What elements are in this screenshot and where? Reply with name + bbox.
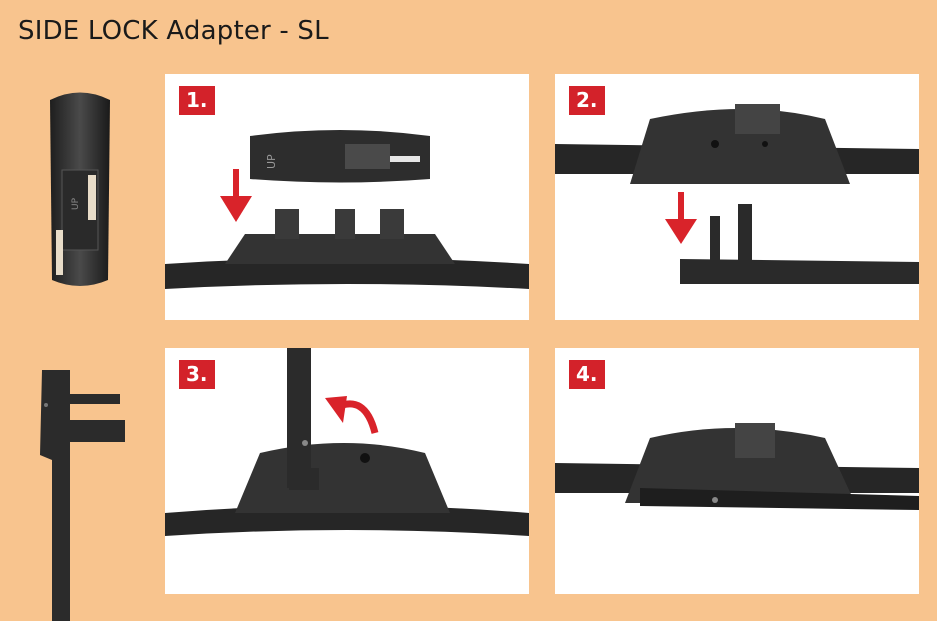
step-3-badge: 3. bbox=[179, 360, 215, 389]
adapter-up-label: UP bbox=[265, 154, 278, 169]
step-4-badge: 4. bbox=[569, 360, 605, 389]
adapter-front-image: UP bbox=[40, 80, 120, 295]
step-3-panel: 3. bbox=[165, 348, 529, 594]
step-2-panel: 2. bbox=[555, 74, 919, 320]
step-2-badge: 2. bbox=[569, 86, 605, 115]
svg-text:UP: UP bbox=[71, 197, 81, 210]
adapter-profile-image bbox=[30, 360, 135, 621]
step-1-badge: 1. bbox=[179, 86, 215, 115]
step-1-panel: UP 1. bbox=[165, 74, 529, 320]
page-title: SIDE LOCK Adapter - SL bbox=[18, 16, 329, 46]
step-4-panel: 4. bbox=[555, 348, 919, 594]
